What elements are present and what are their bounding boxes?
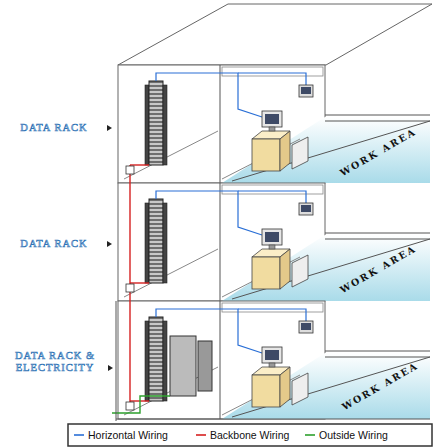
pointer-arrow — [107, 125, 112, 131]
floor-two — [118, 183, 430, 301]
pointer-arrow — [108, 365, 113, 371]
foundation-line — [116, 419, 430, 420]
wall-outlet — [126, 402, 134, 410]
roof-slab — [118, 4, 432, 65]
legend-line-sample — [196, 434, 206, 436]
backbone-wire — [130, 164, 149, 165]
foundation-line — [116, 301, 117, 421]
outside-wire — [112, 396, 170, 413]
backbone-wire — [130, 282, 149, 283]
wall-outlet — [126, 166, 134, 174]
wall-outlet — [126, 284, 134, 292]
legend-text: Outside Wiring — [319, 428, 388, 442]
floor-three — [118, 301, 430, 419]
legend-text: Horizontal Wiring — [88, 428, 168, 442]
pointer-arrow — [107, 241, 112, 247]
electric-panel — [170, 336, 196, 396]
rack-label: DATA RACK & ELECTRICITY — [12, 350, 98, 374]
floor-one — [118, 65, 430, 183]
rack-label: DATA RACK — [2, 122, 106, 134]
legend-line-sample — [305, 434, 315, 436]
rack-label: DATA RACK — [2, 238, 106, 250]
legend-text: Backbone Wiring — [210, 428, 289, 442]
legend-frame — [68, 424, 432, 446]
legend-line-sample — [74, 434, 84, 436]
electric-panel — [198, 341, 212, 391]
